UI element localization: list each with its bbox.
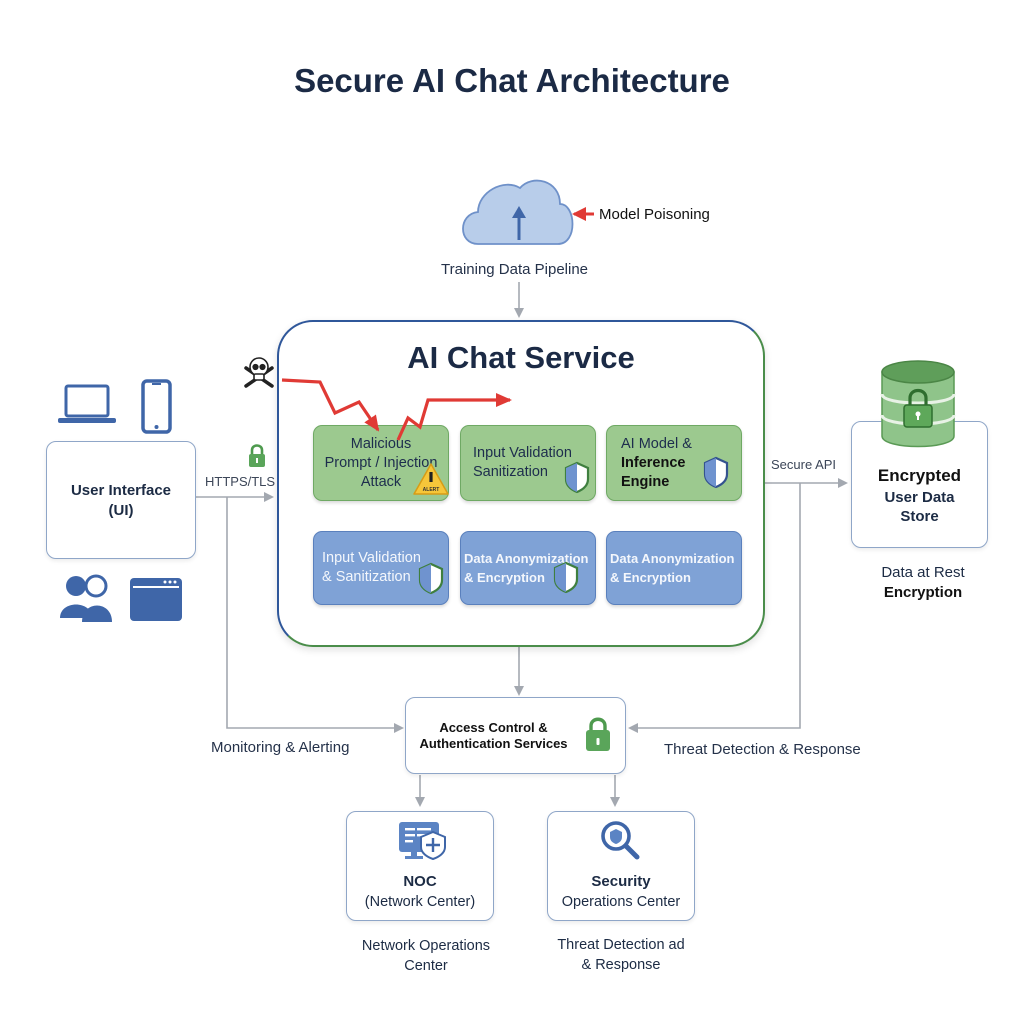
caption-text: Data at Rest (881, 564, 965, 581)
store-title: Encrypted (877, 466, 962, 485)
module-text: Malicious (350, 435, 412, 452)
malicious-prompt-module[interactable]: Malicious Prompt / Injection Attack (313, 425, 449, 501)
access-title: Authentication Services (419, 736, 568, 751)
module-text: Engine (621, 473, 670, 490)
module-text: Attack (360, 473, 402, 490)
encrypted-data-store-box[interactable]: Encrypted User Data Store (851, 421, 988, 548)
diagram-title: Secure AI Chat Architecture (294, 62, 730, 99)
module-text: Inference (621, 454, 686, 471)
caption-text: Network Operations (361, 938, 491, 954)
noc-box[interactable]: NOC (Network Center) (346, 811, 494, 921)
ai-model-module[interactable]: AI Model & Inference Engine (606, 425, 742, 501)
ai-chat-service-title: AI Chat Service (407, 340, 635, 375)
threat-detection-response-label: Threat Detection & Response (664, 741, 861, 758)
module-text: Data Anonymization (610, 551, 735, 566)
user-interface-box[interactable]: User Interface (UI) (46, 441, 196, 559)
caption-text: Center (404, 958, 448, 974)
module-text: Sanitization (473, 464, 548, 480)
noc-title: NOC (403, 872, 437, 890)
module-text: Input Validation (473, 445, 572, 461)
module-text: & Sanitization (322, 569, 411, 585)
module-text: & Encryption (464, 570, 545, 585)
caption-text: Threat Detection ad (557, 937, 685, 953)
data-anonymization-encryption-module[interactable]: Data Anonymization & Encryption (606, 531, 742, 605)
soc-caption: Threat Detection ad & Response (547, 935, 695, 975)
caption-text: Encryption (883, 584, 963, 601)
access-control-box[interactable]: Access Control & Authentication Services (405, 697, 626, 774)
noc-caption: Network Operations Center (346, 936, 506, 976)
store-subtitle: User Data (884, 489, 955, 506)
training-pipeline-label: Training Data Pipeline (441, 261, 589, 278)
module-text: Prompt / Injection (324, 454, 438, 471)
access-title: Access Control & (439, 720, 548, 735)
secure-api-label: Secure API (771, 457, 837, 472)
module-text: Input Validation (322, 550, 421, 566)
ui-title: User Interface (70, 481, 172, 499)
data-anonymization-module[interactable]: Data Anonymization & Encryption (460, 531, 596, 605)
caption-text: & Response (581, 957, 661, 973)
data-at-rest-caption: Data at Rest Encryption (851, 563, 995, 603)
module-text: Data Anonymization (464, 551, 589, 566)
soc-subtitle: Operations Center (561, 893, 681, 910)
module-text: & Encryption (610, 570, 691, 585)
noc-subtitle: (Network Center) (364, 893, 476, 910)
soc-box[interactable]: Security Operations Center (547, 811, 695, 921)
soc-title: Security (591, 872, 651, 890)
threat-detection-connector (628, 483, 801, 733)
input-validation-module[interactable]: Input Validation Sanitization (460, 425, 596, 501)
module-text: AI Model & (621, 435, 692, 452)
model-poisoning-label: Model Poisoning (599, 206, 710, 223)
monitoring-alerting-label: Monitoring & Alerting (211, 739, 350, 756)
https-tls-label: HTTPS/TLS (205, 474, 276, 489)
monitoring-connector (226, 497, 404, 733)
store-subtitle: Store (900, 508, 939, 525)
ui-subtitle: (UI) (108, 501, 134, 519)
input-validation-sanitization-module[interactable]: Input Validation & Sanitization (313, 531, 449, 605)
